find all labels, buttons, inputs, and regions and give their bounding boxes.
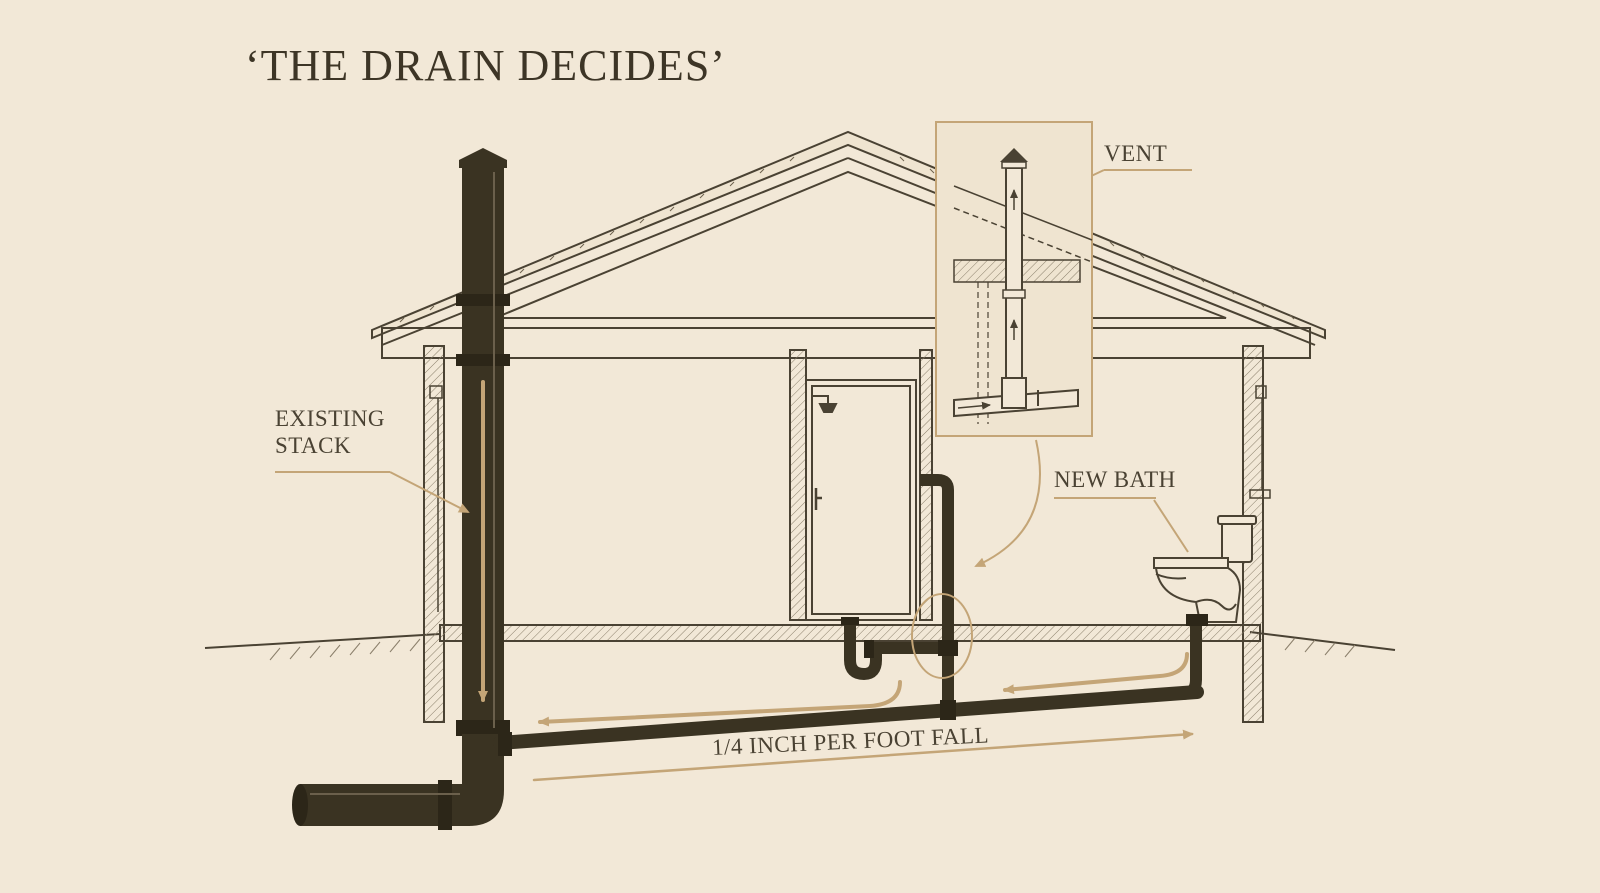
ground-line [204, 631, 1396, 651]
house-walls [423, 345, 1264, 723]
label-vent: VENT [1104, 141, 1168, 166]
main-drain-line [493, 685, 1204, 756]
vent-detail-inset [935, 121, 1093, 437]
diagram-title: ‘THE DRAIN DECIDES’ [245, 41, 726, 90]
toilet-branch-pipe [1181, 625, 1202, 700]
shower-trap-pipe [844, 474, 954, 710]
roof [371, 130, 1326, 359]
sewer-outlet-pipe [292, 734, 504, 830]
shower-enclosure [805, 379, 917, 621]
vent-tie-in-highlight [911, 593, 973, 679]
flow-arrow-icon [478, 380, 1194, 782]
toilet-icon [1153, 515, 1257, 623]
shower-head-icon [812, 395, 838, 413]
label-new-bath: NEW BATH [1054, 467, 1176, 492]
label-existing-stack: EXISTING STACK [275, 406, 386, 458]
door-handle-icon [814, 488, 822, 510]
